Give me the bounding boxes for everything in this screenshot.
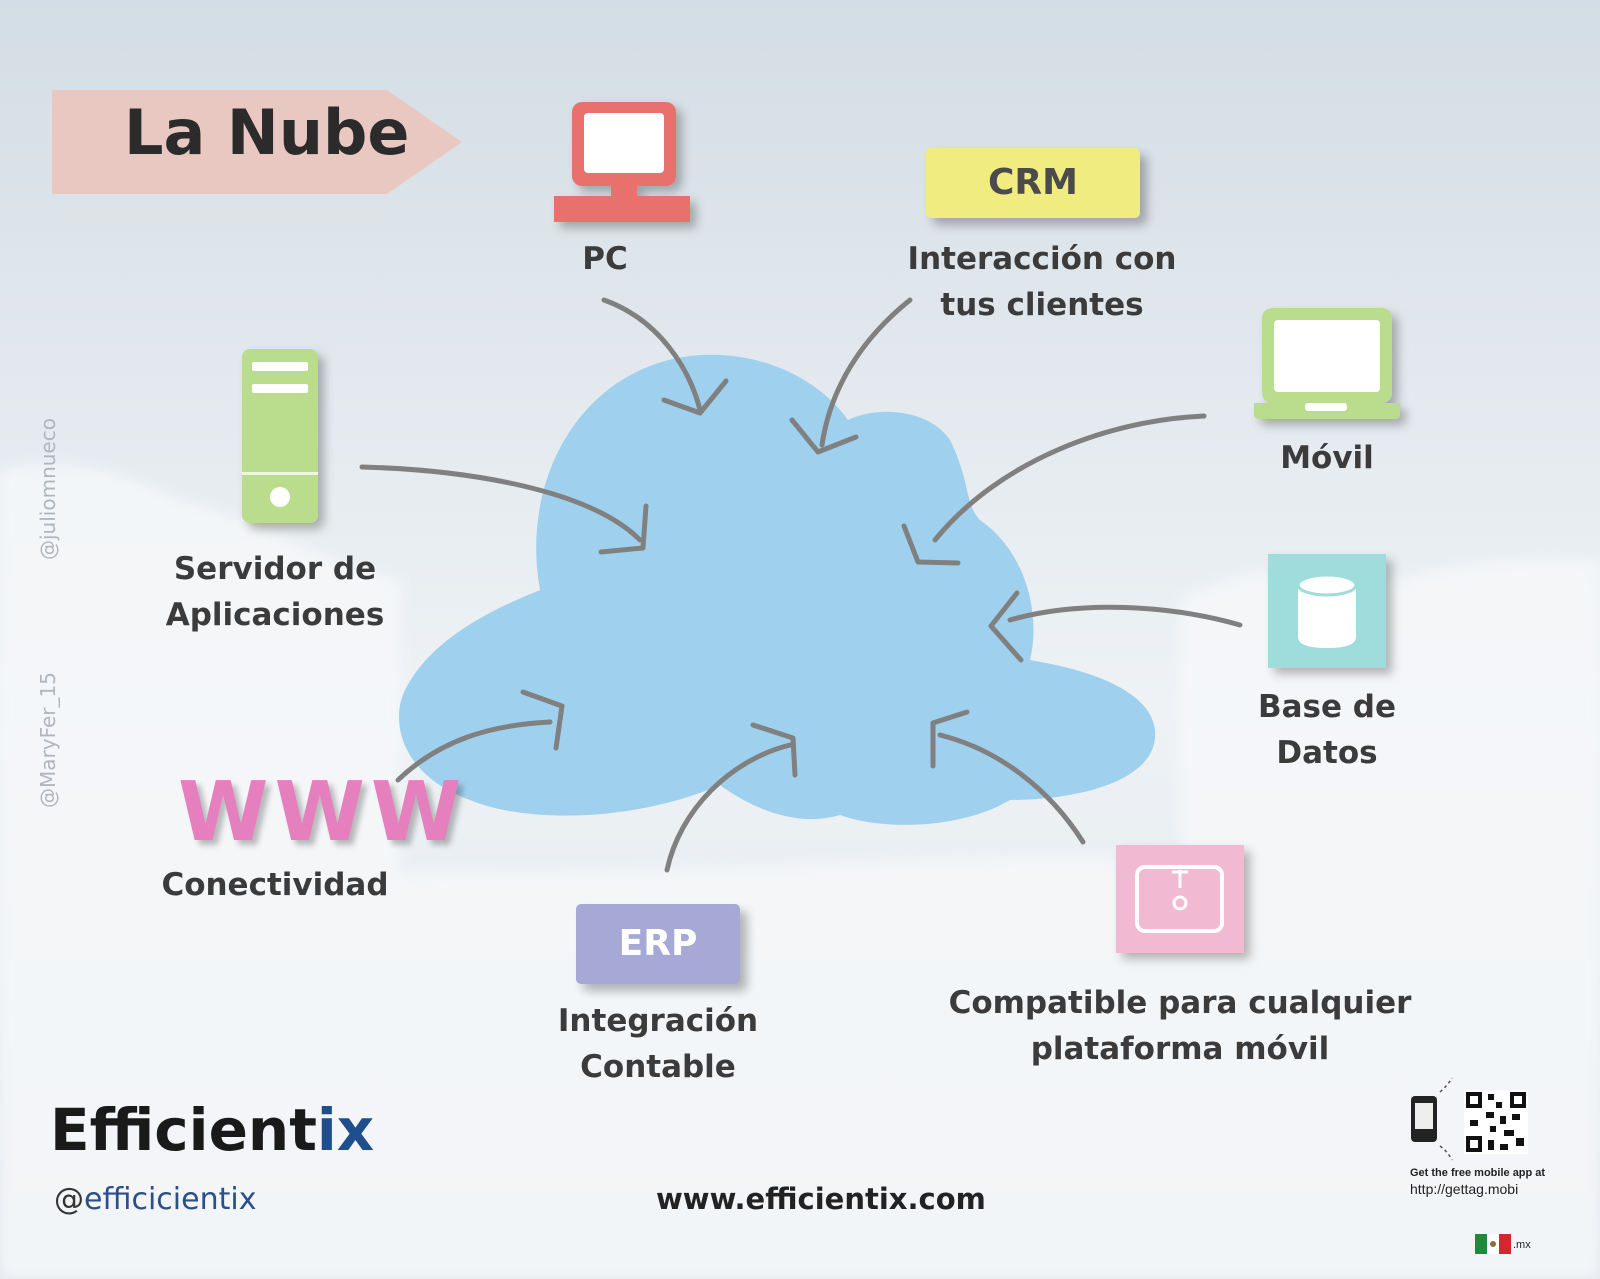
- arrow-crm: [819, 297, 913, 448]
- handle-name: efficicientix: [84, 1182, 257, 1217]
- qr-code-graphic: [1411, 1077, 1528, 1161]
- brand-main: Efficient: [50, 1096, 317, 1164]
- brand-end: ix: [316, 1096, 375, 1164]
- pc-label: PC: [582, 241, 628, 277]
- plataforma-label-line1: Compatible para cualquier: [948, 985, 1412, 1021]
- title-banner: [52, 90, 462, 194]
- arrow-servidor: [359, 464, 643, 543]
- base-datos-label-line1: Base de: [1257, 689, 1397, 725]
- main-cloud: [398, 354, 1156, 825]
- erp-label-line2: Contable: [580, 1049, 736, 1085]
- qr-caption-line2[interactable]: http://gettag.mobi: [1410, 1181, 1519, 1197]
- credit-maryfer: @MaryFer_15: [36, 672, 60, 808]
- crm-box: CRM: [926, 148, 1140, 218]
- arrows: [359, 297, 1243, 873]
- movil-label: Móvil: [1280, 440, 1374, 476]
- crm-label-line2: tus clientes: [940, 287, 1144, 323]
- arrow-pc-head: [661, 378, 729, 416]
- qr-caption-line1: Get the free mobile app at: [1410, 1167, 1546, 1179]
- arrow-servidor-head: [598, 503, 649, 555]
- crm-label-line1: Interacción con: [907, 241, 1177, 277]
- brand-logo: Efficientix: [50, 1098, 374, 1162]
- country-suffix: .mx: [1513, 1239, 1531, 1251]
- arrow-plataforma-head: [930, 709, 970, 769]
- server-icon: [242, 349, 318, 523]
- erp-box: ERP: [576, 904, 740, 984]
- handle-at: @: [54, 1182, 84, 1217]
- arrow-plataforma: [937, 732, 1086, 845]
- mexico-flag-icon: [1475, 1234, 1511, 1254]
- arrow-www: [395, 719, 553, 783]
- tablet-icon: [1116, 845, 1244, 953]
- credit-juliomnueco: @juliomnueco: [36, 418, 60, 560]
- servidor-label-line1: Servidor de: [173, 551, 377, 587]
- website-link[interactable]: www.efficientix.com: [656, 1182, 986, 1216]
- conectividad-label: Conectividad: [161, 867, 389, 903]
- twitter-handle[interactable]: @efficicientix: [54, 1182, 256, 1217]
- erp-label-line1: Integración: [557, 1003, 759, 1039]
- arrow-bd-head: [988, 590, 1024, 663]
- arrow-www-head: [520, 689, 565, 751]
- page-title: La Nube: [124, 96, 410, 169]
- arrow-movil-head: [901, 523, 961, 566]
- arrow-bd: [1007, 604, 1243, 628]
- arrow-erp: [664, 742, 793, 873]
- arrow-movil: [932, 413, 1207, 543]
- servidor-label-line2: Aplicaciones: [165, 597, 385, 633]
- arrow-pc: [601, 297, 703, 413]
- arrow-erp-head: [750, 722, 798, 778]
- pc-icon: [554, 102, 690, 222]
- arrow-crm-head: [789, 417, 859, 455]
- database-icon: [1268, 554, 1386, 668]
- laptop-icon: [1254, 308, 1400, 419]
- www-icon: WWW: [178, 765, 468, 860]
- plataforma-label-line2: plataforma móvil: [1030, 1031, 1330, 1067]
- base-datos-label-line2: Datos: [1276, 735, 1378, 771]
